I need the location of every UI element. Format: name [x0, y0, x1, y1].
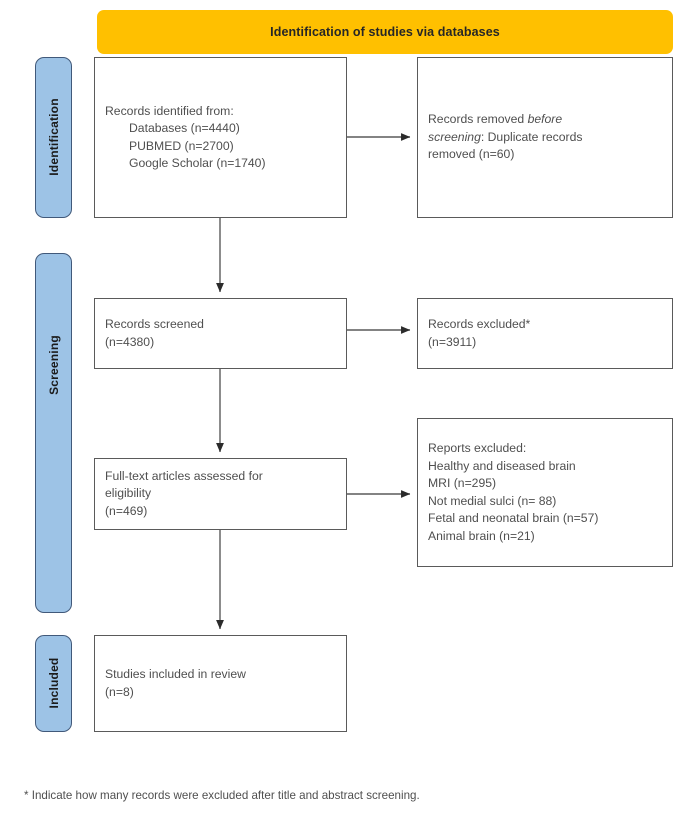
studies-included-label: Studies included in review: [105, 667, 246, 681]
records-removed-line-1: Records removed before: [428, 111, 662, 129]
studies-included-count: (n=8): [105, 684, 134, 699]
records-removed-emphasis-before: before: [527, 112, 563, 127]
records-identified-pubmed: PUBMED (n=2700): [129, 138, 234, 153]
banner-identification-databases: Identification of studies via databases: [97, 10, 673, 54]
stage-tab-screening-label: Screening: [46, 335, 61, 395]
stage-tab-identification-label: Identification: [46, 97, 61, 176]
records-identified-heading: Records identified from:: [105, 103, 234, 118]
records-identified-databases: Databases (n=4440): [129, 121, 240, 135]
box-studies-included: Studies included in review (n=8): [94, 635, 347, 732]
stage-tab-screening: Screening: [35, 253, 72, 613]
records-identified-google-scholar: Google Scholar (n=1740): [129, 156, 266, 170]
records-removed-line-2: screening: Duplicate records: [428, 129, 662, 147]
records-removed-line-3: removed (n=60): [428, 147, 515, 162]
fulltext-assessed-line-1: Full-text articles assessed for: [105, 468, 263, 483]
reports-excluded-reason-4: Fetal and neonatal brain (n=57): [428, 511, 599, 525]
reports-excluded-heading: Reports excluded:: [428, 441, 527, 455]
box-records-identified: Records identified from: Databases (n=44…: [94, 57, 347, 218]
box-records-removed: Records removed before screening: Duplic…: [417, 57, 673, 218]
records-screened-label: Records screened: [105, 317, 204, 331]
records-removed-text-b: : Duplicate records: [480, 129, 583, 144]
stage-tab-included-label: Included: [46, 657, 61, 708]
box-records-screened: Records screened (n=4380): [94, 298, 347, 369]
reports-excluded-reason-2: MRI (n=295): [428, 476, 497, 490]
records-excluded-count: (n=3911): [428, 334, 477, 349]
records-removed-text-a: Records removed: [428, 112, 528, 127]
banner-title: Identification of studies via databases: [270, 25, 500, 39]
reports-excluded-reason-3: Not medial sulci (n= 88): [428, 493, 557, 508]
fulltext-assessed-count: (n=469): [105, 503, 148, 518]
stage-tab-identification: Identification: [35, 57, 72, 218]
fulltext-assessed-line-2: eligibility: [105, 486, 152, 501]
box-fulltext-assessed: Full-text articles assessed for eligibil…: [94, 458, 347, 530]
box-records-excluded: Records excluded* (n=3911): [417, 298, 673, 369]
box-reports-excluded: Reports excluded: Healthy and diseased b…: [417, 418, 673, 567]
stage-tab-included: Included: [35, 635, 72, 732]
footnote-asterisk: * Indicate how many records were exclude…: [24, 789, 420, 802]
reports-excluded-reason-1: Healthy and diseased brain: [428, 458, 576, 473]
reports-excluded-reason-5: Animal brain (n=21): [428, 528, 535, 543]
records-screened-count: (n=4380): [105, 334, 155, 349]
records-removed-emphasis-screening: screening: [428, 129, 481, 144]
records-excluded-label: Records excluded*: [428, 317, 531, 331]
